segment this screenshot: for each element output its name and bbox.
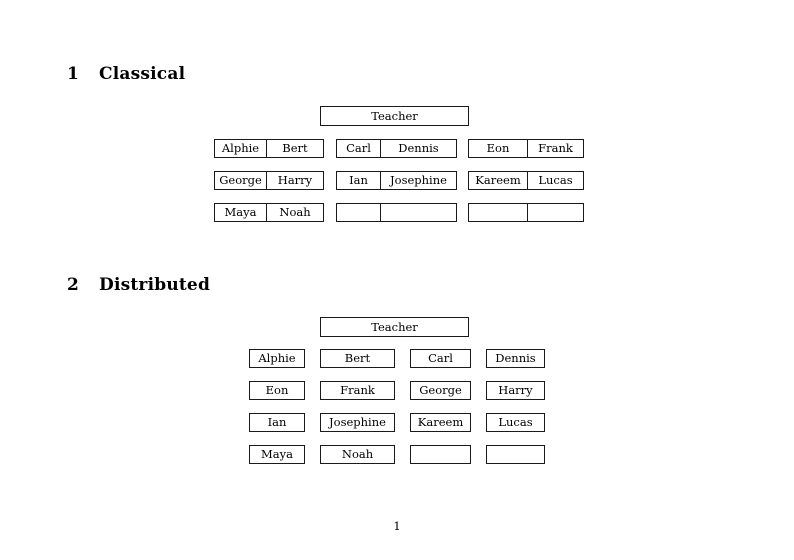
table-cell: Ian [337,172,381,189]
section-heading-classical: 1 Classical [67,66,185,83]
distributed-cell-empty [486,445,545,464]
page-number: 1 [393,519,401,533]
table-cell: Josephine [390,173,447,187]
distributed-cell: Frank [320,381,395,400]
classical-group-1-row-3: Maya Noah [214,203,324,222]
table-cell: Maya [215,204,267,221]
table-cell: Bert [282,141,308,155]
table-cell-empty [469,204,528,221]
table-cell: Frank [538,141,573,155]
classical-group-2-row-3 [336,203,457,222]
distributed-cell: Noah [320,445,395,464]
distributed-cell: Harry [486,381,545,400]
distributed-cell: Carl [410,349,471,368]
distributed-cell: Maya [249,445,305,464]
distributed-cell: Lucas [486,413,545,432]
table-cell: Eon [469,140,528,157]
table-cell: Alphie [215,140,267,157]
distributed-cell: Ian [249,413,305,432]
table-cell: Harry [277,173,313,187]
distributed-cell: Kareem [410,413,471,432]
distributed-cell: Bert [320,349,395,368]
section-title: Distributed [99,275,211,295]
table-cell-empty [381,204,456,221]
table-cell-empty [528,204,583,221]
classical-group-3-row-1: Eon Frank [468,139,584,158]
classical-group-2-row-1: Carl Dennis [336,139,457,158]
table-cell: Noah [279,205,311,219]
distributed-cell: George [410,381,471,400]
table-cell: Dennis [398,141,439,155]
distributed-teacher-box: Teacher [320,317,469,337]
classical-group-3-row-3 [468,203,584,222]
distributed-cell: Dennis [486,349,545,368]
distributed-cell: Josephine [320,413,395,432]
distributed-cell: Alphie [249,349,305,368]
classical-teacher-box: Teacher [320,106,469,126]
distributed-cell-empty [410,445,471,464]
table-cell: George [215,172,267,189]
table-cell-empty [337,204,381,221]
table-cell: Carl [337,140,381,157]
table-cell: Lucas [538,173,573,187]
section-title: Classical [99,64,186,84]
section-number: 2 [67,275,80,295]
distributed-cell: Eon [249,381,305,400]
classical-group-3-row-2: Kareem Lucas [468,171,584,190]
section-heading-distributed: 2 Distributed [67,277,210,294]
classical-group-2-row-2: Ian Josephine [336,171,457,190]
section-number: 1 [67,64,80,84]
classical-group-1-row-1: Alphie Bert [214,139,324,158]
table-cell: Kareem [469,172,528,189]
classical-group-1-row-2: George Harry [214,171,324,190]
